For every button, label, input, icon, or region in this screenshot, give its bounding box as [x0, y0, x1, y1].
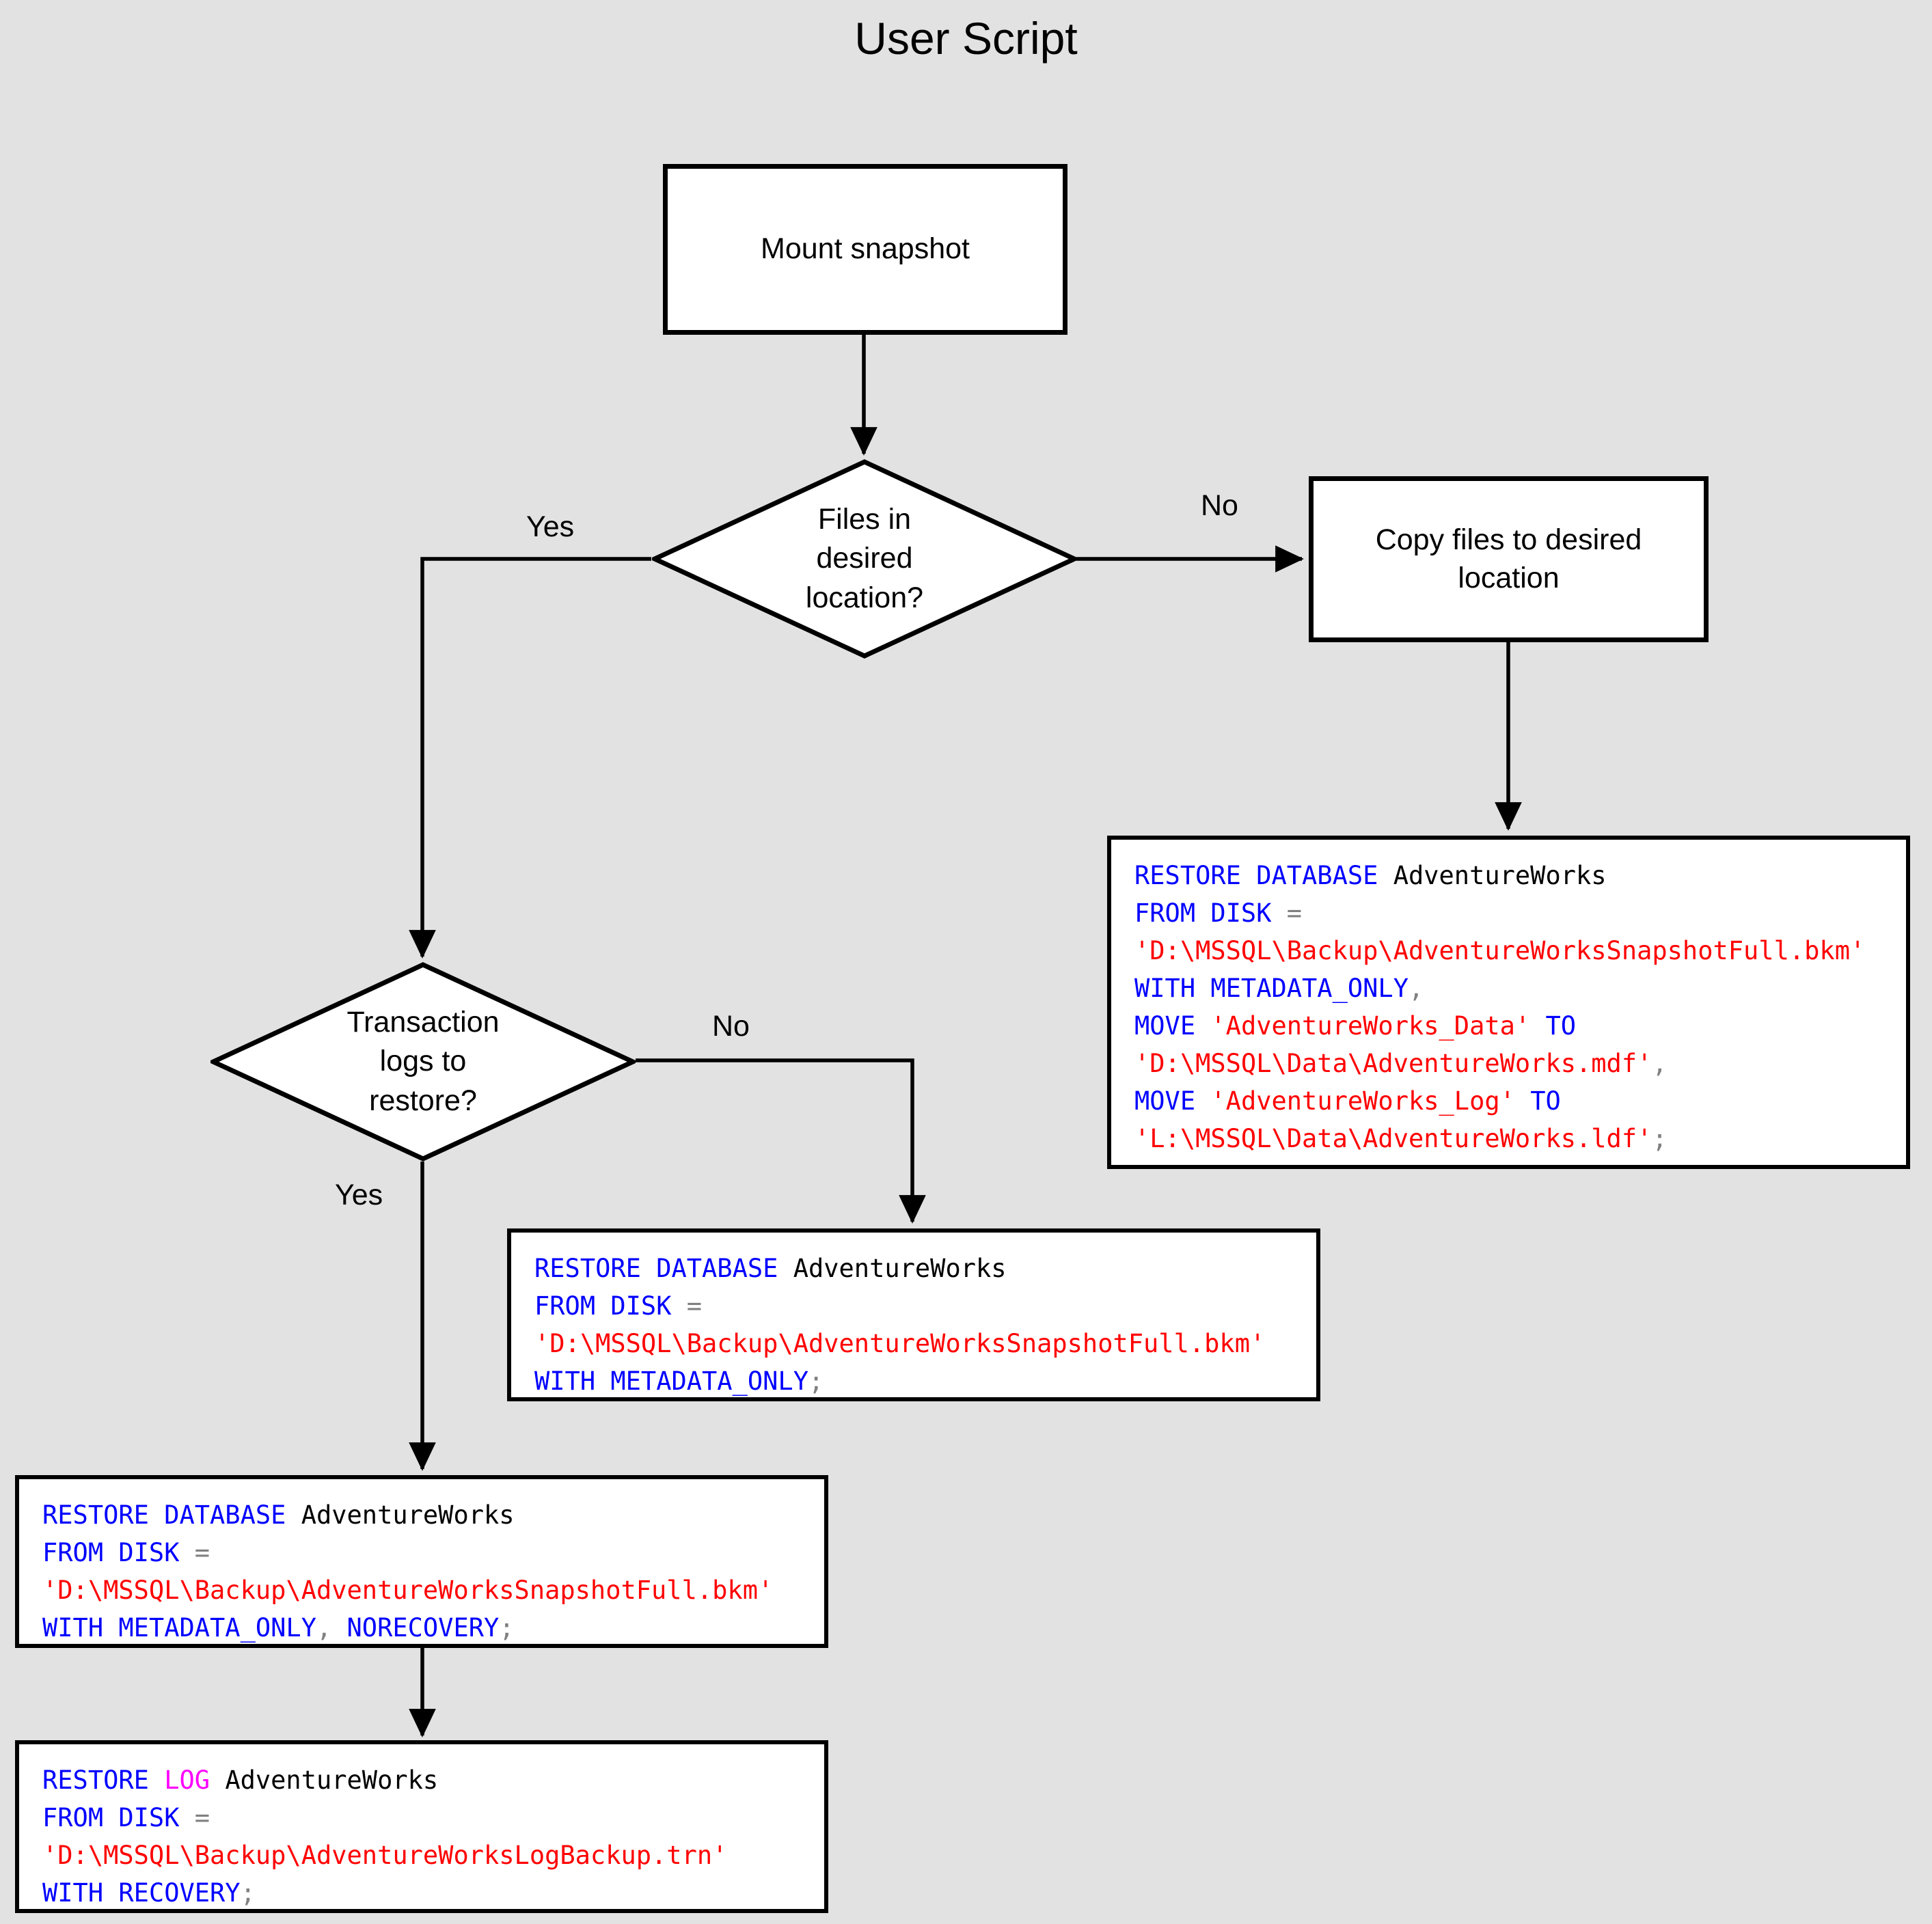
- code-token-k: RESTORE DATABASE: [534, 1254, 793, 1283]
- code-token-op: =: [1286, 898, 1303, 928]
- code-token-s: 'L:\MSSQL\Data\AdventureWorks.ldf': [1134, 1123, 1652, 1153]
- code-token-op: ;: [1652, 1123, 1668, 1153]
- code-token-op: ,: [1408, 973, 1424, 1003]
- code-token-k: FROM DISK: [42, 1537, 195, 1567]
- code-token-k: TO: [1514, 1086, 1561, 1116]
- code-block-restore-metadata-only: RESTORE DATABASE AdventureWorks FROM DIS…: [507, 1228, 1320, 1401]
- code-token-op: ;: [808, 1366, 824, 1396]
- code-token-k: FROM DISK: [534, 1291, 687, 1321]
- edge-label-files-no: No: [1201, 489, 1238, 522]
- code-token-k: RESTORE DATABASE: [1134, 861, 1393, 890]
- code-token-kl: LOG: [164, 1765, 226, 1795]
- code-token-op: ;: [499, 1612, 515, 1643]
- edge-label-files-yes: Yes: [526, 510, 575, 543]
- diamond-shape: [652, 459, 1077, 659]
- code-token-op: ;: [240, 1878, 256, 1908]
- node-transaction-logs-to-restore-label: Transaction logs to restore?: [346, 1005, 500, 1117]
- code-block-restore-log: RESTORE LOG AdventureWorks FROM DISK = '…: [15, 1740, 828, 1913]
- code-token-op: =: [686, 1291, 703, 1321]
- code-token-k: WITH METADATA_ONLY: [42, 1612, 316, 1643]
- code-token-k: RESTORE: [42, 1765, 165, 1795]
- node-mount-snapshot[interactable]: Mount snapshot: [663, 164, 1067, 335]
- code-token-s: 'D:\MSSQL\Backup\AdventureWorksSnapshotF…: [42, 1575, 774, 1605]
- node-files-in-desired-location-label: Files in desired location?: [805, 502, 924, 614]
- code-token-k: NORECOVERY: [346, 1612, 500, 1643]
- code-token-op: ,: [316, 1612, 347, 1643]
- code-token-id: AdventureWorks: [1393, 861, 1607, 890]
- code-token-k: WITH RECOVERY: [42, 1878, 241, 1908]
- edge-label-logs-yes: Yes: [335, 1179, 383, 1211]
- code-token-s: 'D:\MSSQL\Backup\AdventureWorksLogBackup…: [42, 1840, 728, 1870]
- code-token-op: ,: [1652, 1048, 1668, 1078]
- code-token-s: 'AdventureWorks_Log': [1210, 1086, 1515, 1116]
- code-block-restore-with-move: RESTORE DATABASE AdventureWorks FROM DIS…: [1107, 836, 1910, 1169]
- node-transaction-logs-to-restore[interactable]: Transaction logs to restore?: [210, 962, 636, 1162]
- code-token-id: AdventureWorks: [301, 1500, 515, 1530]
- code-token-s: 'D:\MSSQL\Backup\AdventureWorksSnapshotF…: [534, 1328, 1266, 1358]
- code-token-k: MOVE: [1134, 1086, 1211, 1116]
- code-token-k: TO: [1530, 1011, 1577, 1041]
- code-token-k: WITH METADATA_ONLY: [1134, 973, 1409, 1003]
- code-token-k: FROM DISK: [42, 1802, 195, 1832]
- code-token-s: 'D:\MSSQL\Backup\AdventureWorksSnapshotF…: [1134, 935, 1866, 965]
- code-token-k: RESTORE DATABASE: [42, 1500, 301, 1530]
- code-token-id: AdventureWorks: [225, 1765, 439, 1795]
- code-token-k: FROM DISK: [1134, 898, 1287, 928]
- code-token-op: =: [194, 1802, 210, 1832]
- page-title: User Script: [854, 13, 1078, 64]
- code-token-s: 'D:\MSSQL\Data\AdventureWorks.mdf': [1134, 1048, 1652, 1078]
- edge-label-logs-no: No: [712, 1010, 750, 1043]
- code-token-op: =: [194, 1537, 210, 1567]
- code-block-restore-norecovery: RESTORE DATABASE AdventureWorks FROM DIS…: [15, 1475, 828, 1648]
- node-files-in-desired-location[interactable]: Files in desired location?: [652, 459, 1077, 659]
- node-copy-files[interactable]: Copy files to desired location: [1309, 476, 1709, 642]
- node-copy-files-label: Copy files to desired location: [1375, 523, 1642, 594]
- code-token-id: AdventureWorks: [793, 1254, 1007, 1283]
- diamond-shape: [210, 962, 636, 1162]
- code-token-s: 'AdventureWorks_Data': [1210, 1011, 1531, 1041]
- code-token-k: WITH METADATA_ONLY: [534, 1366, 808, 1396]
- node-mount-snapshot-label: Mount snapshot: [761, 232, 970, 266]
- code-token-k: MOVE: [1134, 1011, 1211, 1041]
